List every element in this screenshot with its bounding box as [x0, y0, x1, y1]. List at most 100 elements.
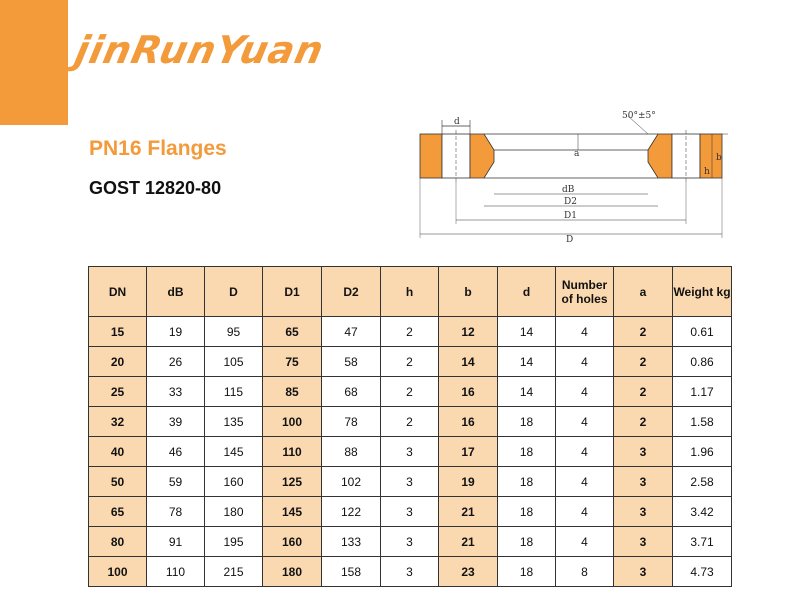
table-cell: 2	[613, 376, 673, 407]
table-cell: 180	[262, 556, 322, 587]
table-cell: 32	[88, 406, 147, 437]
table-cell: 58	[321, 346, 381, 377]
table-cell: 195	[204, 526, 263, 557]
table-cell: 33	[146, 376, 205, 407]
table-cell: 14	[438, 346, 498, 377]
label-D2: D2	[564, 197, 577, 207]
table-cell: 21	[438, 496, 498, 527]
table-cell: 50	[88, 466, 147, 497]
column-header: Weight kg	[672, 266, 732, 317]
column-header: D	[204, 266, 263, 317]
flange-cross-section-diagram: d a 50°±5° b h dB D2 D1 D	[419, 111, 728, 245]
table-cell: 4	[555, 406, 614, 437]
table-cell: 1.58	[672, 406, 732, 437]
column-header: DN	[88, 266, 147, 317]
table-cell: 4	[555, 496, 614, 527]
table-cell: 4	[555, 346, 614, 377]
table-cell: 1.96	[672, 436, 732, 467]
table-cell: 160	[262, 526, 322, 557]
table-cell: 3	[380, 466, 439, 497]
table-cell: 59	[146, 466, 205, 497]
table-cell: 39	[146, 406, 205, 437]
table-cell: 3	[380, 556, 439, 587]
table-cell: 88	[321, 436, 381, 467]
table-cell: 115	[204, 376, 263, 407]
table-cell: 18	[497, 406, 556, 437]
table-cell: 110	[146, 556, 205, 587]
table-cell: 16	[438, 406, 498, 437]
page-subtitle: GOST 12820-80	[89, 178, 222, 198]
table-cell: 26	[146, 346, 205, 377]
table-cell: 85	[262, 376, 322, 407]
table-cell: 3.71	[672, 526, 732, 557]
table-cell: 75	[262, 346, 322, 377]
table-cell: 78	[146, 496, 205, 527]
column-header: dB	[146, 266, 205, 317]
table-cell: 2	[380, 406, 439, 437]
page-title: PN16 Flanges	[89, 137, 227, 160]
table-cell: 1.17	[672, 376, 732, 407]
label-a: a	[574, 149, 580, 159]
label-D: D	[566, 235, 573, 245]
table-cell: 65	[88, 496, 147, 527]
table-cell: 2	[380, 316, 439, 347]
table-cell: 19	[146, 316, 205, 347]
table-cell: 91	[146, 526, 205, 557]
table-cell: 180	[204, 496, 263, 527]
flange-left-ring	[419, 133, 443, 179]
table-cell: 145	[204, 436, 263, 467]
label-angle: 50°±5°	[622, 111, 656, 121]
label-dB: dB	[562, 185, 575, 195]
table-cell: 18	[497, 466, 556, 497]
table-cell: 18	[497, 556, 556, 587]
table-cell: 160	[204, 466, 263, 497]
table-cell: 19	[438, 466, 498, 497]
table-cell: 3	[380, 526, 439, 557]
flange-left-hub	[469, 133, 495, 179]
table-cell: 3.42	[672, 496, 732, 527]
table-cell: 0.61	[672, 316, 732, 347]
table-cell: 14	[497, 316, 556, 347]
table-cell: 3	[613, 496, 673, 527]
table-cell: 3	[613, 436, 673, 467]
table-cell: 4	[555, 436, 614, 467]
table-cell: 14	[497, 346, 556, 377]
column-header: b	[438, 266, 498, 317]
table-cell: 12	[438, 316, 498, 347]
table-cell: 23	[438, 556, 498, 587]
table-cell: 158	[321, 556, 381, 587]
table-cell: 102	[321, 466, 381, 497]
table-cell: 4	[555, 376, 614, 407]
table-cell: 40	[88, 436, 147, 467]
table-cell: 18	[497, 496, 556, 527]
table-cell: 65	[262, 316, 322, 347]
column-header: h	[380, 266, 439, 317]
column-header: D2	[321, 266, 381, 317]
table-cell: 135	[204, 406, 263, 437]
table-cell: 0.86	[672, 346, 732, 377]
table-cell: 3	[380, 496, 439, 527]
table-cell: 18	[497, 436, 556, 467]
table-cell: 110	[262, 436, 322, 467]
table-cell: 47	[321, 316, 381, 347]
table-cell: 2.58	[672, 466, 732, 497]
label-D1: D1	[564, 211, 577, 221]
table-cell: 20	[88, 346, 147, 377]
column-header: a	[613, 266, 673, 317]
table-cell: 215	[204, 556, 263, 587]
table-cell: 4	[555, 526, 614, 557]
table-cell: 133	[321, 526, 381, 557]
flange-right-hub	[647, 133, 673, 179]
table-cell: 14	[497, 376, 556, 407]
column-header: D1	[262, 266, 322, 317]
table-cell: 100	[262, 406, 322, 437]
table-cell: 68	[321, 376, 381, 407]
